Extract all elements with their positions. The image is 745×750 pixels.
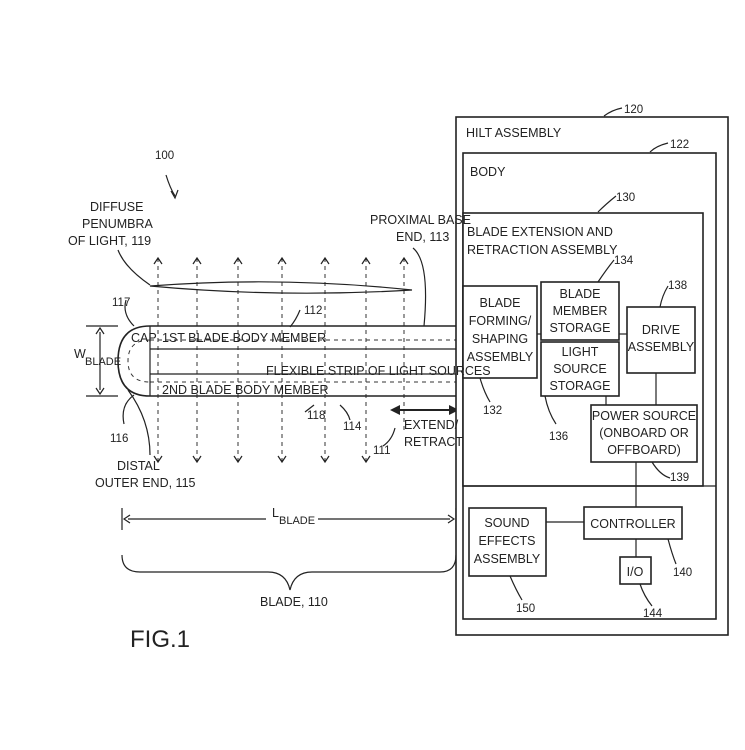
io-label: I/O <box>627 565 644 579</box>
ref-144: 144 <box>643 608 663 620</box>
ref-114: 114 <box>343 421 362 433</box>
w-label: W <box>74 347 86 361</box>
bms-label-2: MEMBER <box>553 304 608 318</box>
blade-body <box>117 325 456 397</box>
ref-130: 130 <box>616 192 635 204</box>
proximal-label-2: END, 113 <box>396 230 449 244</box>
ref-117: 117 <box>112 297 130 309</box>
proximal-label-1: PROXIMAL BASE <box>370 213 471 227</box>
diffuse-label-2: PENUMBRA <box>82 217 154 231</box>
blade-member-storage-box <box>540 281 620 341</box>
blade-brace <box>121 554 457 591</box>
sfx-label-3: ASSEMBLY <box>474 552 541 566</box>
blade-label: BLADE, 110 <box>260 595 328 609</box>
drive-assembly-box <box>626 306 696 374</box>
l-sub-label: BLADE <box>279 515 315 527</box>
drive-label-2: ASSEMBLY <box>628 340 695 354</box>
diffuse-label-1: DIFFUSE <box>90 200 143 214</box>
penumbra-shape <box>149 281 413 294</box>
blade-forming-box <box>462 285 538 379</box>
hilt-assembly-label: HILT ASSEMBLY <box>466 126 562 140</box>
ref-100: 100 <box>155 150 174 162</box>
connections <box>537 333 657 557</box>
light-source-storage-box <box>540 341 620 397</box>
cap-label: CAP <box>131 331 157 345</box>
bfs-label-1: BLADE <box>480 296 521 310</box>
ps-label-2: (ONBOARD OR <box>599 426 689 440</box>
block-leaders <box>479 107 677 607</box>
ref-136: 136 <box>549 431 568 443</box>
power-source-box <box>590 404 698 463</box>
w-sub-label: BLADE <box>85 356 121 368</box>
sfx-label-1: SOUND <box>484 516 529 530</box>
extend-label-1: EXTEND/ <box>404 418 459 432</box>
ref-122: 122 <box>670 139 689 151</box>
bfs-label-3: SHAPING <box>472 332 528 346</box>
second-blade-label: 2ND BLADE BODY MEMBER <box>162 383 328 397</box>
l-label: L <box>272 506 279 520</box>
bms-label-3: STORAGE <box>550 321 611 335</box>
distal-label-2: OUTER END, 115 <box>95 476 196 490</box>
lss-label-2: SOURCE <box>553 362 606 376</box>
ref-132: 132 <box>483 405 502 417</box>
ps-label-3: OFFBOARD) <box>607 443 681 457</box>
ref-112: 112 <box>304 305 322 317</box>
bfs-label-4: ASSEMBLY <box>467 350 534 364</box>
extend-label-2: RETRACT <box>404 435 463 449</box>
w-blade-dimension <box>86 325 118 397</box>
first-blade-label: 1ST BLADE BODY MEMBER <box>162 331 326 345</box>
lss-label-3: STORAGE <box>550 379 611 393</box>
sound-effects-box <box>468 507 547 577</box>
ref-150: 150 <box>516 603 535 615</box>
controller-label: CONTROLLER <box>590 517 675 531</box>
body-label: BODY <box>470 165 506 179</box>
ref-111: 111 <box>373 445 390 457</box>
ref-116: 116 <box>110 433 128 445</box>
leader-lines <box>117 174 427 456</box>
controller-box <box>583 506 683 540</box>
ref-138: 138 <box>668 280 687 292</box>
lss-label-1: LIGHT <box>562 345 599 359</box>
figure-title: FIG.1 <box>130 626 190 653</box>
ref-140: 140 <box>673 567 692 579</box>
sfx-label-2: EFFECTS <box>479 534 536 548</box>
ref-118: 118 <box>307 410 325 422</box>
bms-label-1: BLADE <box>560 287 601 301</box>
drive-label-1: DRIVE <box>642 323 680 337</box>
ber-label-1: BLADE EXTENSION AND <box>467 225 613 239</box>
ref-134: 134 <box>614 255 634 267</box>
ber-label-2: RETRACTION ASSEMBLY <box>467 243 618 257</box>
strip-label: FLEXIBLE STRIP OF LIGHT SOURCES <box>266 364 491 378</box>
ref-139: 139 <box>670 472 689 484</box>
diffuse-label-3: OF LIGHT, 119 <box>68 234 151 248</box>
bfs-label-2: FORMING/ <box>469 314 532 328</box>
ref-120: 120 <box>624 104 643 116</box>
light-rays <box>153 256 409 464</box>
distal-label-1: DISTAL <box>117 459 160 473</box>
extend-retract-arrow <box>390 405 459 415</box>
ps-label-1: POWER SOURCE <box>592 409 696 423</box>
